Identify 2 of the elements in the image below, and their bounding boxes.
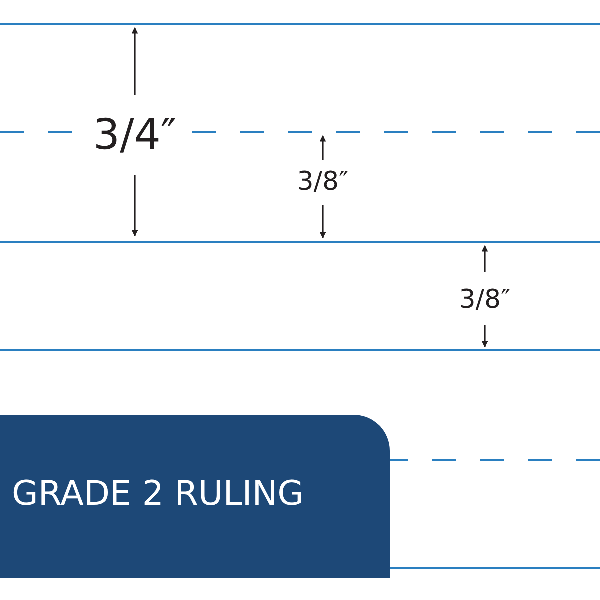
title-panel [0, 415, 390, 578]
panel-title: GRADE 2 RULING [12, 477, 304, 511]
